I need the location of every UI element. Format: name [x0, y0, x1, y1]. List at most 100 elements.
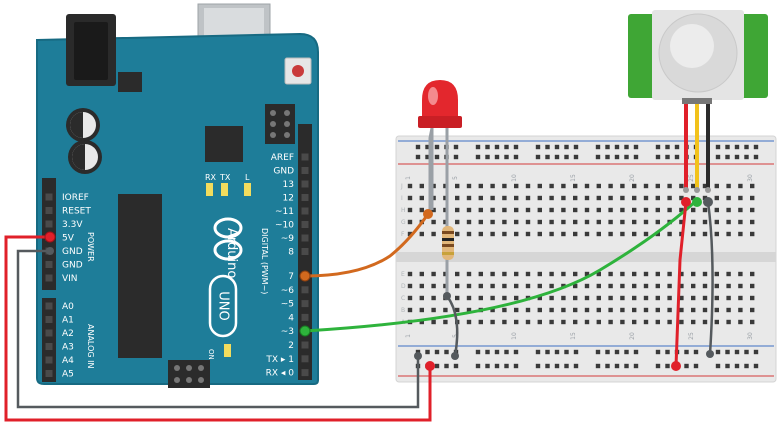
voltage-regulator: [118, 72, 142, 92]
pin-label: A0: [62, 302, 74, 312]
header-pin: [45, 316, 53, 323]
row-letter: H: [401, 207, 406, 214]
header-pin: [45, 356, 53, 364]
pin-label: TX ▸ 1: [265, 355, 294, 365]
header-pin: [301, 207, 309, 215]
pin-label: A2: [62, 329, 74, 339]
header-pin: [301, 248, 309, 255]
digital-group-label: DIGITAL (PWM~): [260, 228, 269, 294]
column-number: 30: [747, 174, 754, 182]
icsp-header-top: [265, 104, 295, 144]
wire-end-led-cathode: [443, 292, 451, 300]
tx-led: [221, 183, 228, 196]
wire-end-pin3: [299, 325, 311, 337]
l-led-label: L: [245, 173, 250, 182]
wire-end-pin7: [299, 270, 311, 282]
pir-pin-base: [682, 98, 712, 104]
header-pin: [301, 234, 309, 242]
column-number: 20: [629, 174, 636, 182]
breadboard-center-channel: [396, 252, 776, 262]
row-letter: D: [401, 283, 406, 290]
header-pin: [301, 369, 309, 377]
wire-pin7-orange: [304, 213, 430, 278]
board-pcb: [36, 32, 319, 385]
tx-led-label: TX: [219, 173, 231, 182]
wire-end-pir-gnd: [703, 197, 713, 207]
pin-label: 2: [288, 341, 294, 351]
row-letter: G: [401, 219, 406, 226]
led-rim: [418, 116, 462, 128]
column-number: 1: [405, 334, 412, 338]
wire-pir-gnd-gray: [706, 201, 714, 355]
row-letter: B: [401, 307, 405, 314]
red-led: [418, 80, 462, 300]
pin-label: AREF: [271, 153, 294, 163]
pin-label: GND: [273, 167, 294, 177]
pin-label: 7: [288, 272, 294, 282]
header-pin: [301, 221, 309, 228]
analog-header: [42, 298, 56, 382]
header-pin: [301, 180, 309, 188]
header-pin: [301, 194, 309, 201]
header-pin: [301, 313, 309, 321]
row-letter: J: [400, 183, 403, 190]
pin-label: 5V: [62, 234, 75, 244]
on-led-label: ON: [207, 349, 215, 360]
pin-label: ~6: [281, 286, 295, 296]
rx-led-label: RX: [205, 173, 217, 182]
pir-dome-highlight: [670, 24, 714, 68]
rx-led: [206, 183, 213, 196]
usb-connector-face: [204, 8, 264, 38]
icsp-header-bottom: [168, 360, 210, 388]
row-letter: I: [401, 195, 403, 202]
wire-end-bb-5v: [425, 361, 435, 371]
header-pin: [301, 341, 309, 349]
pin-label: GND: [62, 261, 83, 271]
wire-end-pir-rail-gnd: [706, 350, 714, 358]
column-number: 10: [511, 174, 518, 182]
header-pin: [45, 207, 53, 214]
header-pin: [45, 343, 53, 350]
header-pin: [301, 300, 309, 308]
wire-end-bb-gnd: [414, 352, 422, 360]
header-pin: [301, 153, 309, 161]
model-name: UNO: [216, 291, 231, 320]
reset-button-icon: [292, 65, 304, 77]
header-pin: [301, 286, 309, 294]
header-pin: [45, 274, 53, 282]
uno-badge: UNO: [208, 274, 238, 338]
pin-label: 12: [283, 194, 294, 204]
led-highlight: [428, 87, 438, 105]
wire-pin3-green: [304, 198, 699, 333]
header-pin: [45, 302, 53, 310]
resistor: [442, 226, 454, 260]
usb-chip: [205, 126, 243, 162]
pin-label: RX ◂ 0: [266, 369, 295, 379]
header-pin: [45, 193, 53, 201]
header-pin: [45, 370, 53, 377]
column-number: 5: [452, 176, 459, 180]
column-number: 20: [629, 332, 636, 340]
reset-button[interactable]: [284, 57, 312, 85]
column-number: 25: [688, 174, 695, 182]
pin-label: ~10: [275, 221, 294, 231]
capacitor-1: [66, 108, 100, 142]
column-number: 10: [511, 332, 518, 340]
arduino-infinity-logo: [213, 217, 243, 261]
pin-label: 8: [288, 248, 294, 258]
pin-label: A5: [62, 370, 74, 380]
pin-label: 4: [288, 313, 294, 323]
wire-led-gnd-gray: [445, 295, 459, 357]
digital-header: [298, 124, 312, 380]
column-number: 15: [570, 332, 577, 340]
power-group-label: POWER: [86, 232, 95, 262]
pin-label: A3: [62, 343, 74, 353]
wire-end-pir-vcc: [681, 197, 691, 207]
pin-label: GND: [62, 247, 83, 257]
